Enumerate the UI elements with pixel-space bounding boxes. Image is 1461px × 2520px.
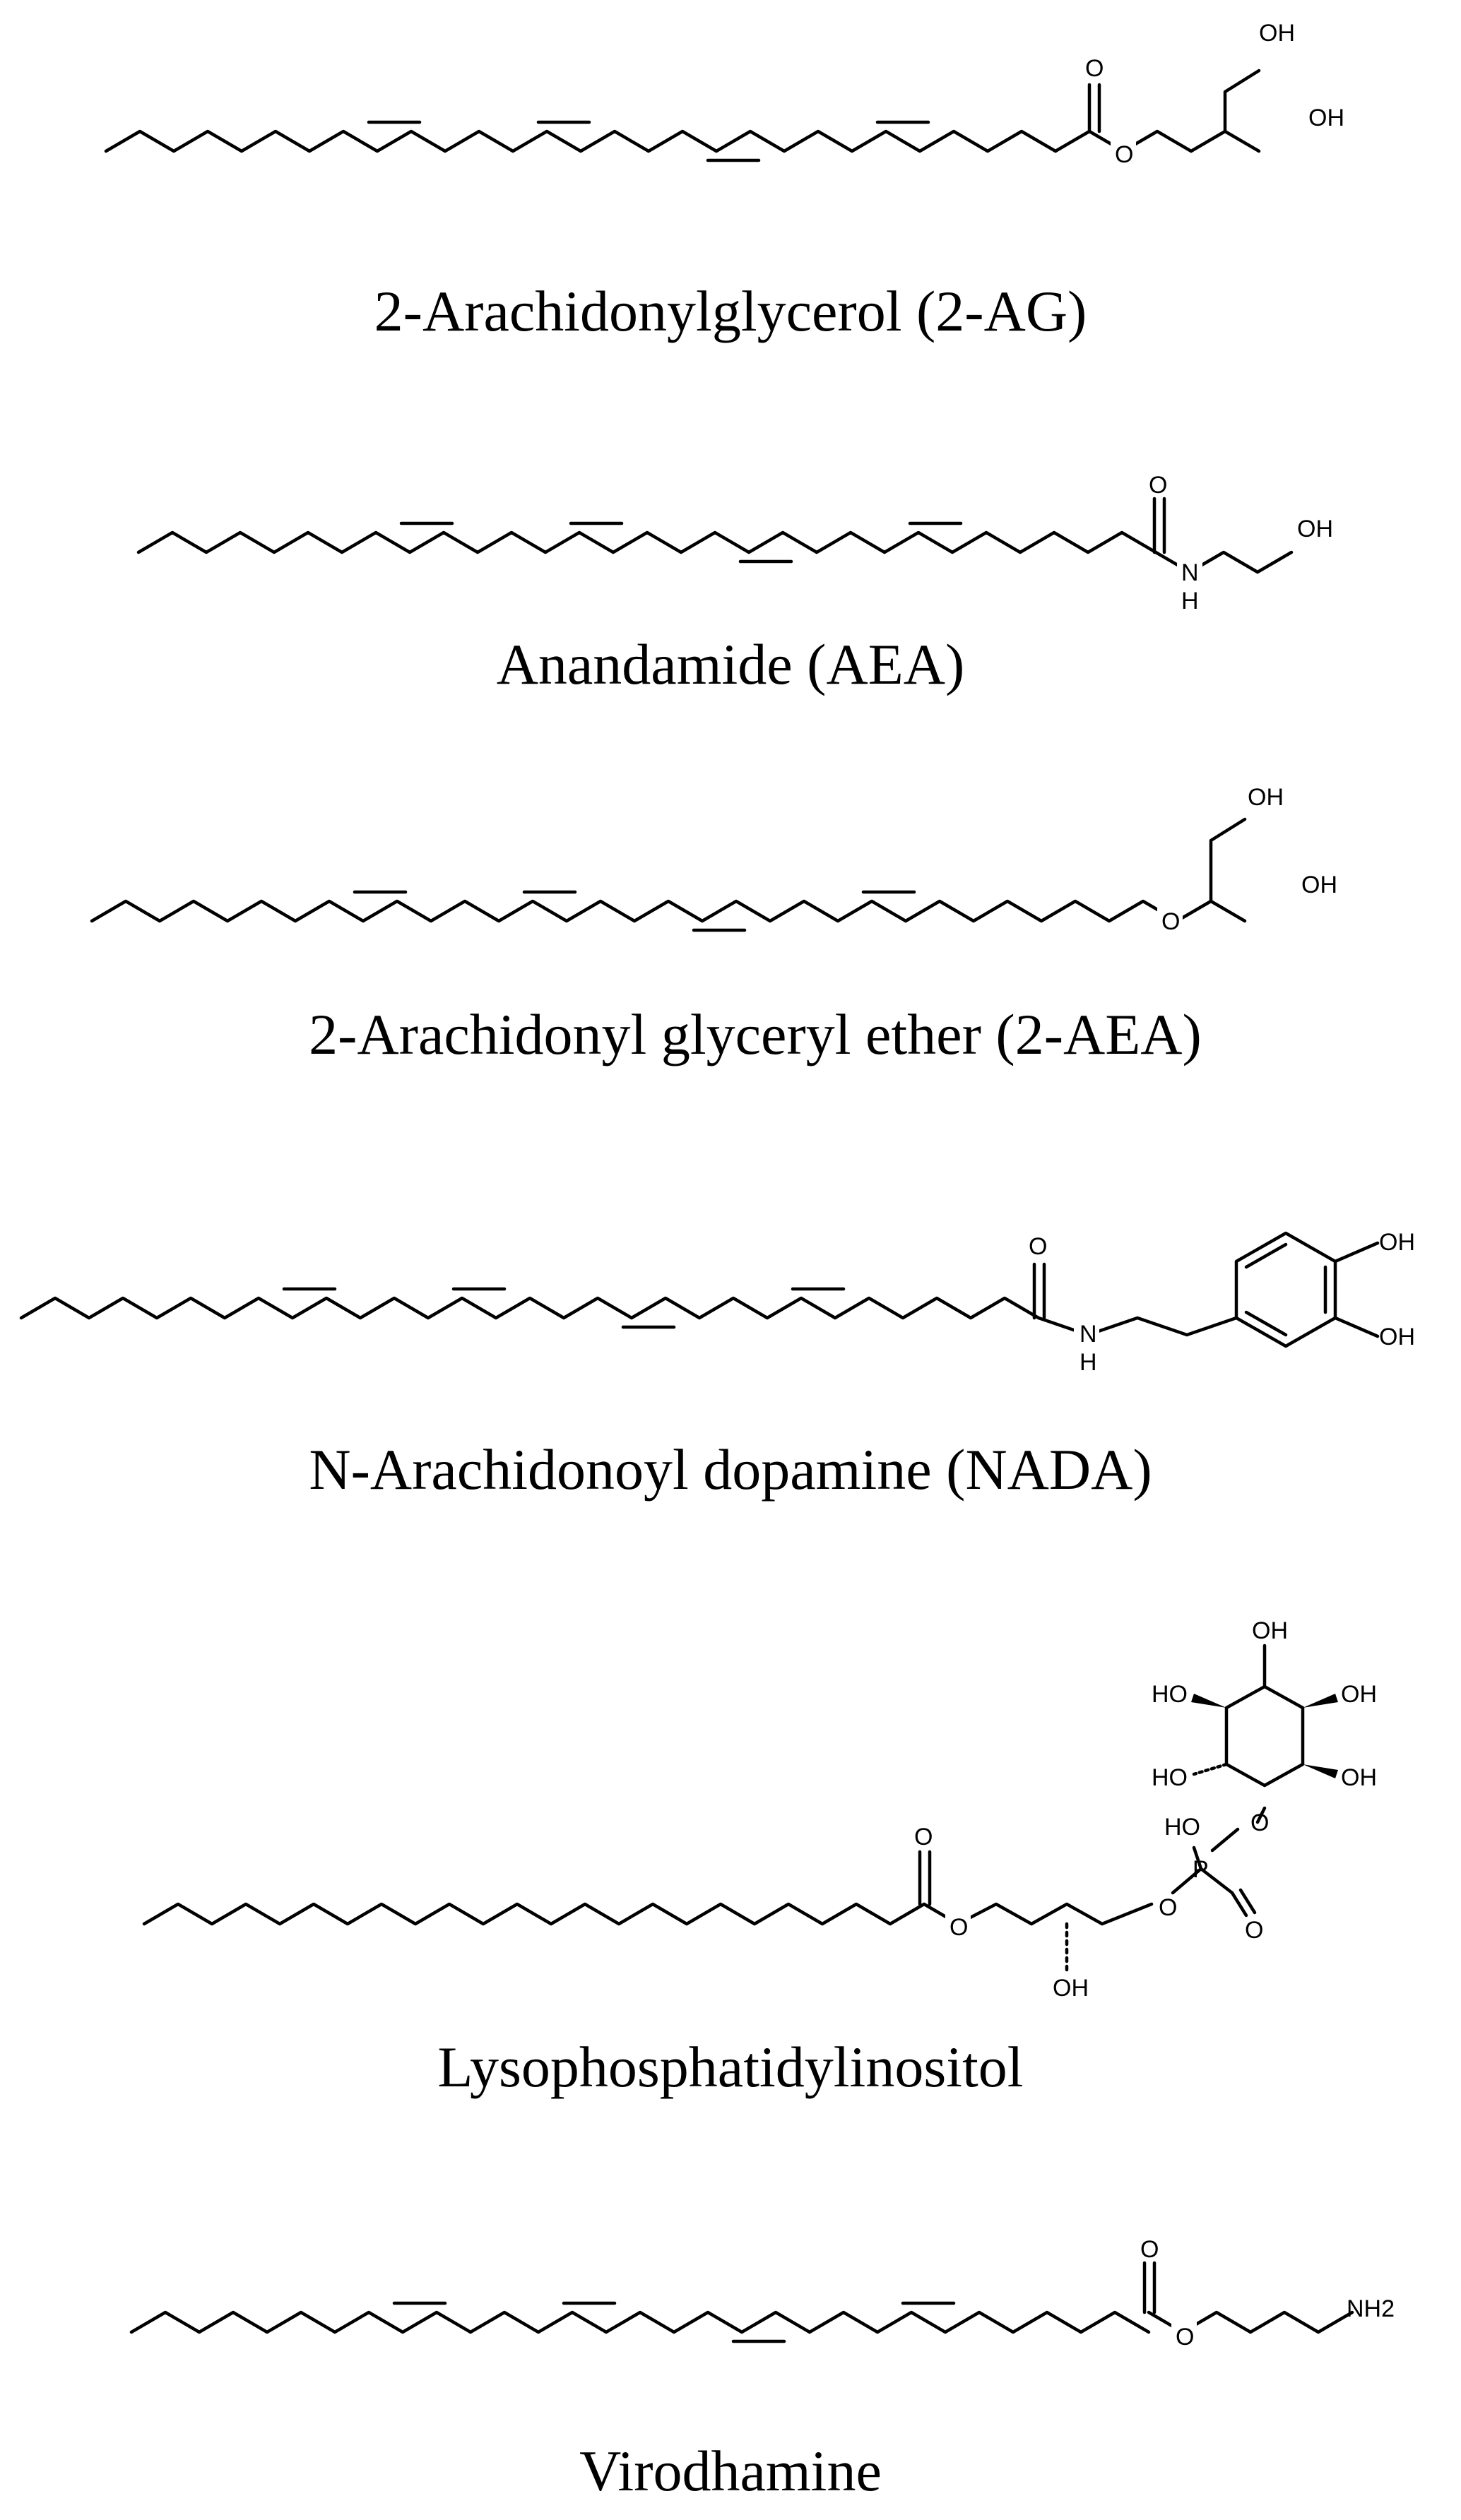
aea-atom-o-carbonyl: O [1149, 472, 1167, 499]
lpi-atom-ring-oh-lower-left: HO [1152, 1764, 1188, 1791]
2age-atom-o-ether: O [1161, 908, 1180, 935]
caption-aea: Anandamide (AEA) [496, 632, 965, 696]
2ag-atom-o-ester: O [1115, 141, 1133, 168]
lpi-atom-o-carbonyl: O [914, 1824, 933, 1850]
nada-atom-oh-lower: OH [1379, 1324, 1415, 1350]
virodhamine-carbon-chain [129, 2310, 1151, 2334]
2ag-carbon-chain [104, 129, 1125, 153]
2age-carbon-chain [90, 899, 1179, 923]
lpi-phosphate-bonds [1171, 1867, 1203, 1895]
aea-atom-oh: OH [1297, 516, 1333, 542]
nada-atom-o-carbonyl: O [1029, 1233, 1047, 1260]
lpi-atom-ring-oh-upper-right: OH [1341, 1681, 1377, 1708]
lpi-wedge-upper-left [1191, 1694, 1226, 1708]
caption-virodhamine: Virodhamine [579, 2439, 882, 2503]
2ag-double-bonds [367, 120, 930, 162]
nada-benzene-ring [1234, 1231, 1337, 1348]
caption-nada: N-Arachidonoyl dopamine (NADA) [309, 1437, 1152, 1502]
molecule-lpi: O O OH O P HO O O OH OH OH HO HO [142, 1617, 1377, 2002]
virodhamine-double-bonds [392, 2301, 956, 2343]
2ag-atom-o-carbonyl: O [1085, 55, 1104, 82]
2age-double-bonds [353, 890, 916, 932]
aea-atom-n-h: H [1181, 588, 1199, 614]
caption-lpi: Lysophosphatidylinositol [437, 2035, 1024, 2099]
nada-atom-oh-upper: OH [1379, 1229, 1415, 1256]
lpi-atom-p-o-double: O [1245, 1917, 1263, 1944]
lpi-atom-oh-backbone: OH [1053, 1975, 1089, 2002]
lpi-atom-p-oh: HO [1164, 1814, 1200, 1841]
2age-atom-oh-top: OH [1248, 784, 1284, 811]
aea-carbon-chain [136, 530, 1158, 554]
lpi-atom-o-ester: O [950, 1914, 968, 1941]
lpi-atom-o-phos-left: O [1159, 1894, 1177, 1921]
molecule-nada: O N H OH OH [19, 1229, 1415, 1376]
lpi-atom-p: P [1193, 1856, 1209, 1883]
virodhamine-atom-o-carbonyl: O [1140, 2236, 1159, 2263]
nada-atom-n: N [1080, 1321, 1097, 1348]
nada-atom-n-h: H [1080, 1349, 1097, 1376]
2ag-atom-oh-right: OH [1308, 105, 1344, 131]
aea-double-bonds [399, 521, 963, 564]
aea-atom-n: N [1181, 559, 1199, 586]
caption-2ag: 2-Arachidonylglycerol (2-AG) [374, 279, 1087, 343]
lpi-hash-lower-left [1192, 1762, 1229, 1776]
nada-double-bonds [282, 1287, 846, 1329]
lpi-atom-ring-oh-upper-left: HO [1152, 1681, 1188, 1708]
molecule-2ag: O O OH OH [104, 20, 1344, 168]
2age-atom-oh-right: OH [1301, 872, 1337, 898]
lpi-wedge-lower-right [1303, 1764, 1338, 1778]
2ag-glycerol [1189, 69, 1261, 153]
nada-amide-link [1036, 1316, 1238, 1337]
2age-glycerol [1175, 817, 1247, 923]
caption-2age: 2-Arachidonyl glyceryl ether (2-AEA) [309, 1002, 1202, 1066]
lpi-atom-ring-oh-lower-right: OH [1341, 1764, 1377, 1791]
lpi-atom-o-phos-right: O [1250, 1809, 1269, 1836]
2ag-atom-oh-top: OH [1259, 20, 1295, 47]
molecule-virodhamine: O O NH2 [129, 2236, 1395, 2350]
lpi-inositol-ring [1224, 1684, 1305, 1788]
nada-ring-double-bonds [1244, 1242, 1327, 1337]
molecule-2age: O OH OH [90, 784, 1337, 935]
lpi-atom-ring-oh-top: OH [1252, 1617, 1288, 1644]
molecule-aea: O N H OH [136, 472, 1333, 614]
virodhamine-atom-o-ester: O [1176, 2324, 1194, 2350]
lpi-wedge-upper-right [1303, 1694, 1338, 1708]
nada-carbon-chain [19, 1296, 1041, 1320]
lpi-carbon-chain [142, 1902, 926, 1926]
aea-amide-link [1154, 550, 1294, 574]
virodhamine-atom-nh2: NH2 [1347, 2295, 1395, 2322]
